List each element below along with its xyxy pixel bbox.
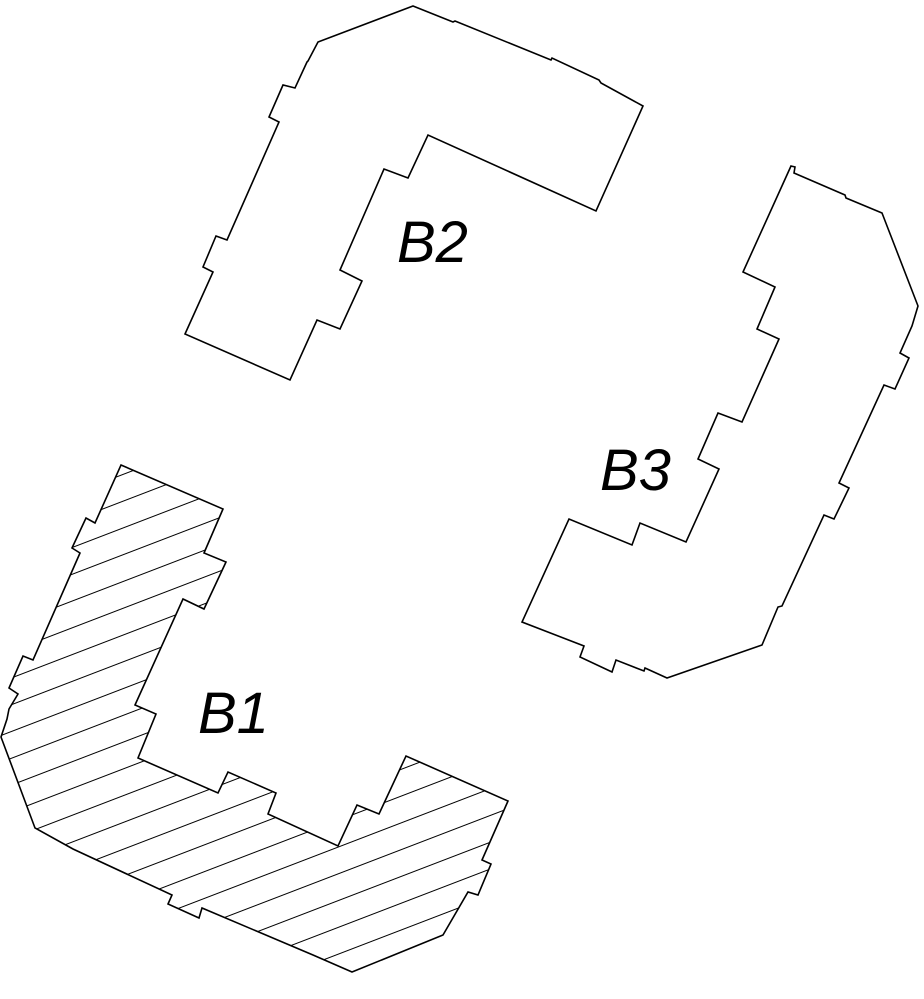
building-b2-label: B2 [397, 210, 468, 275]
building-b3-label: B3 [600, 438, 671, 503]
building-b3: B3 [520, 165, 919, 679]
building-b2-footprint [183, 5, 645, 382]
building-b2: B2 [183, 5, 645, 382]
building-b1-footprint [0, 463, 510, 973]
building-b3-footprint [520, 165, 919, 679]
building-b1-label: B1 [198, 681, 269, 746]
building-b1: B1 [0, 463, 510, 973]
